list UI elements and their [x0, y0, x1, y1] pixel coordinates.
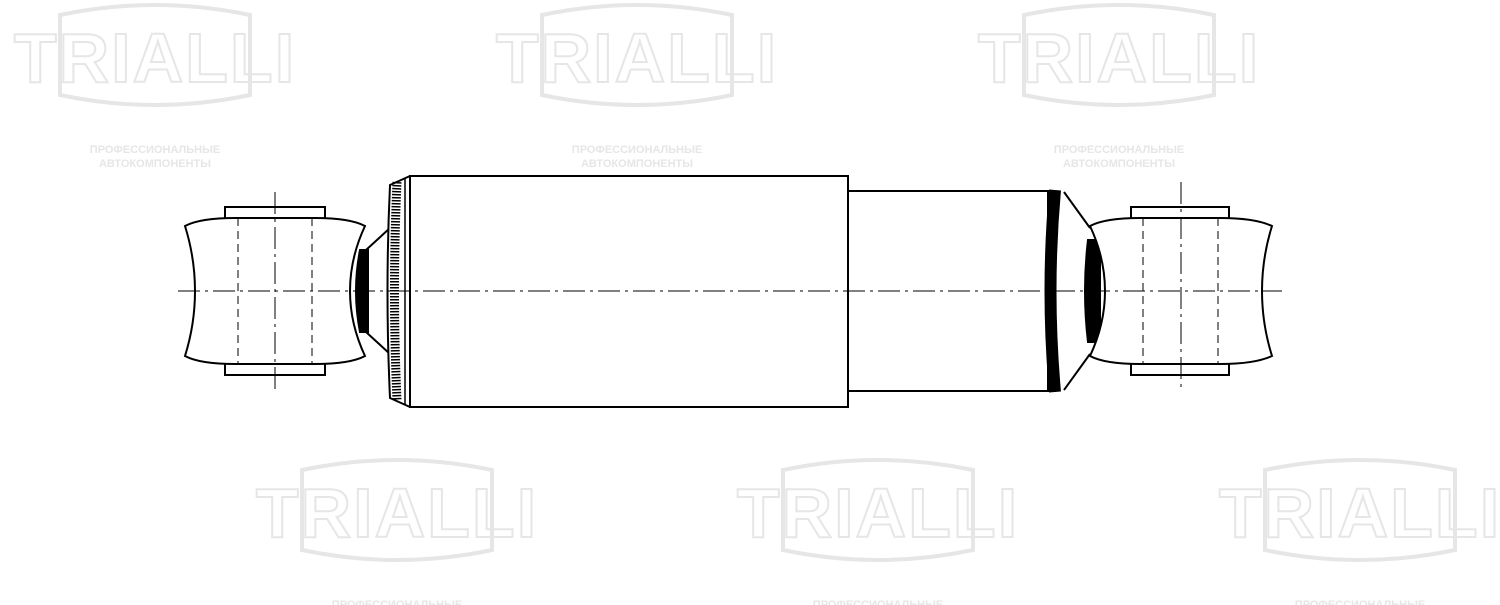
watermark-brand: TRIALLI	[737, 474, 1019, 552]
shock-absorber-drawing	[178, 175, 1282, 408]
watermark-brand: TRIALLI	[978, 19, 1260, 97]
watermark-logo: TRIALLI	[255, 458, 538, 562]
watermark-logo: TRIALLI	[1218, 458, 1500, 562]
watermark-tagline-1: ПРОФЕССИОНАЛЬНЫЕ	[1054, 144, 1184, 156]
watermark-brand: TRIALLI	[496, 19, 778, 97]
watermark-brand: TRIALLI	[14, 19, 296, 97]
watermark-logo: TRIALLI	[13, 3, 296, 107]
right-eye-bushing	[1088, 182, 1274, 392]
dust-cap-ring	[1044, 189, 1091, 393]
watermark-logo: TRIALLI	[977, 3, 1260, 107]
left-neck	[355, 227, 391, 355]
watermark-logo: TRIALLI	[495, 3, 778, 107]
watermark-tagline-1: ПРОФЕССИОНАЛЬНЫЕ	[813, 599, 943, 605]
watermark-tagline-2: АВТОКОМПОНЕНТЫ	[581, 158, 693, 170]
watermark-layer: TRIALLI TRIALLI TRIALLI TRIALLI TRIALLI …	[13, 3, 1500, 562]
watermark-tagline-1: ПРОФЕССИОНАЛЬНЫЕ	[572, 144, 702, 156]
watermark-brand: TRIALLI	[256, 474, 538, 552]
watermark-tagline-2: АВТОКОМПОНЕНТЫ	[1063, 158, 1175, 170]
watermark-logo: TRIALLI	[736, 458, 1019, 562]
watermark-tagline-1: ПРОФЕССИОНАЛЬНЫЕ	[1295, 599, 1425, 605]
watermark-tagline-1: ПРОФЕССИОНАЛЬНЫЕ	[332, 599, 462, 605]
watermark-brand: TRIALLI	[1219, 474, 1500, 552]
left-eye-bushing	[183, 192, 367, 392]
watermark-tagline-2: АВТОКОМПОНЕНТЫ	[99, 158, 211, 170]
watermark-taglines: ПРОФЕССИОНАЛЬНЫЕ АВТОКОМПОНЕНТЫ ПРОФЕССИ…	[90, 144, 1425, 605]
watermark-tagline-1: ПРОФЕССИОНАЛЬНЫЕ	[90, 144, 220, 156]
